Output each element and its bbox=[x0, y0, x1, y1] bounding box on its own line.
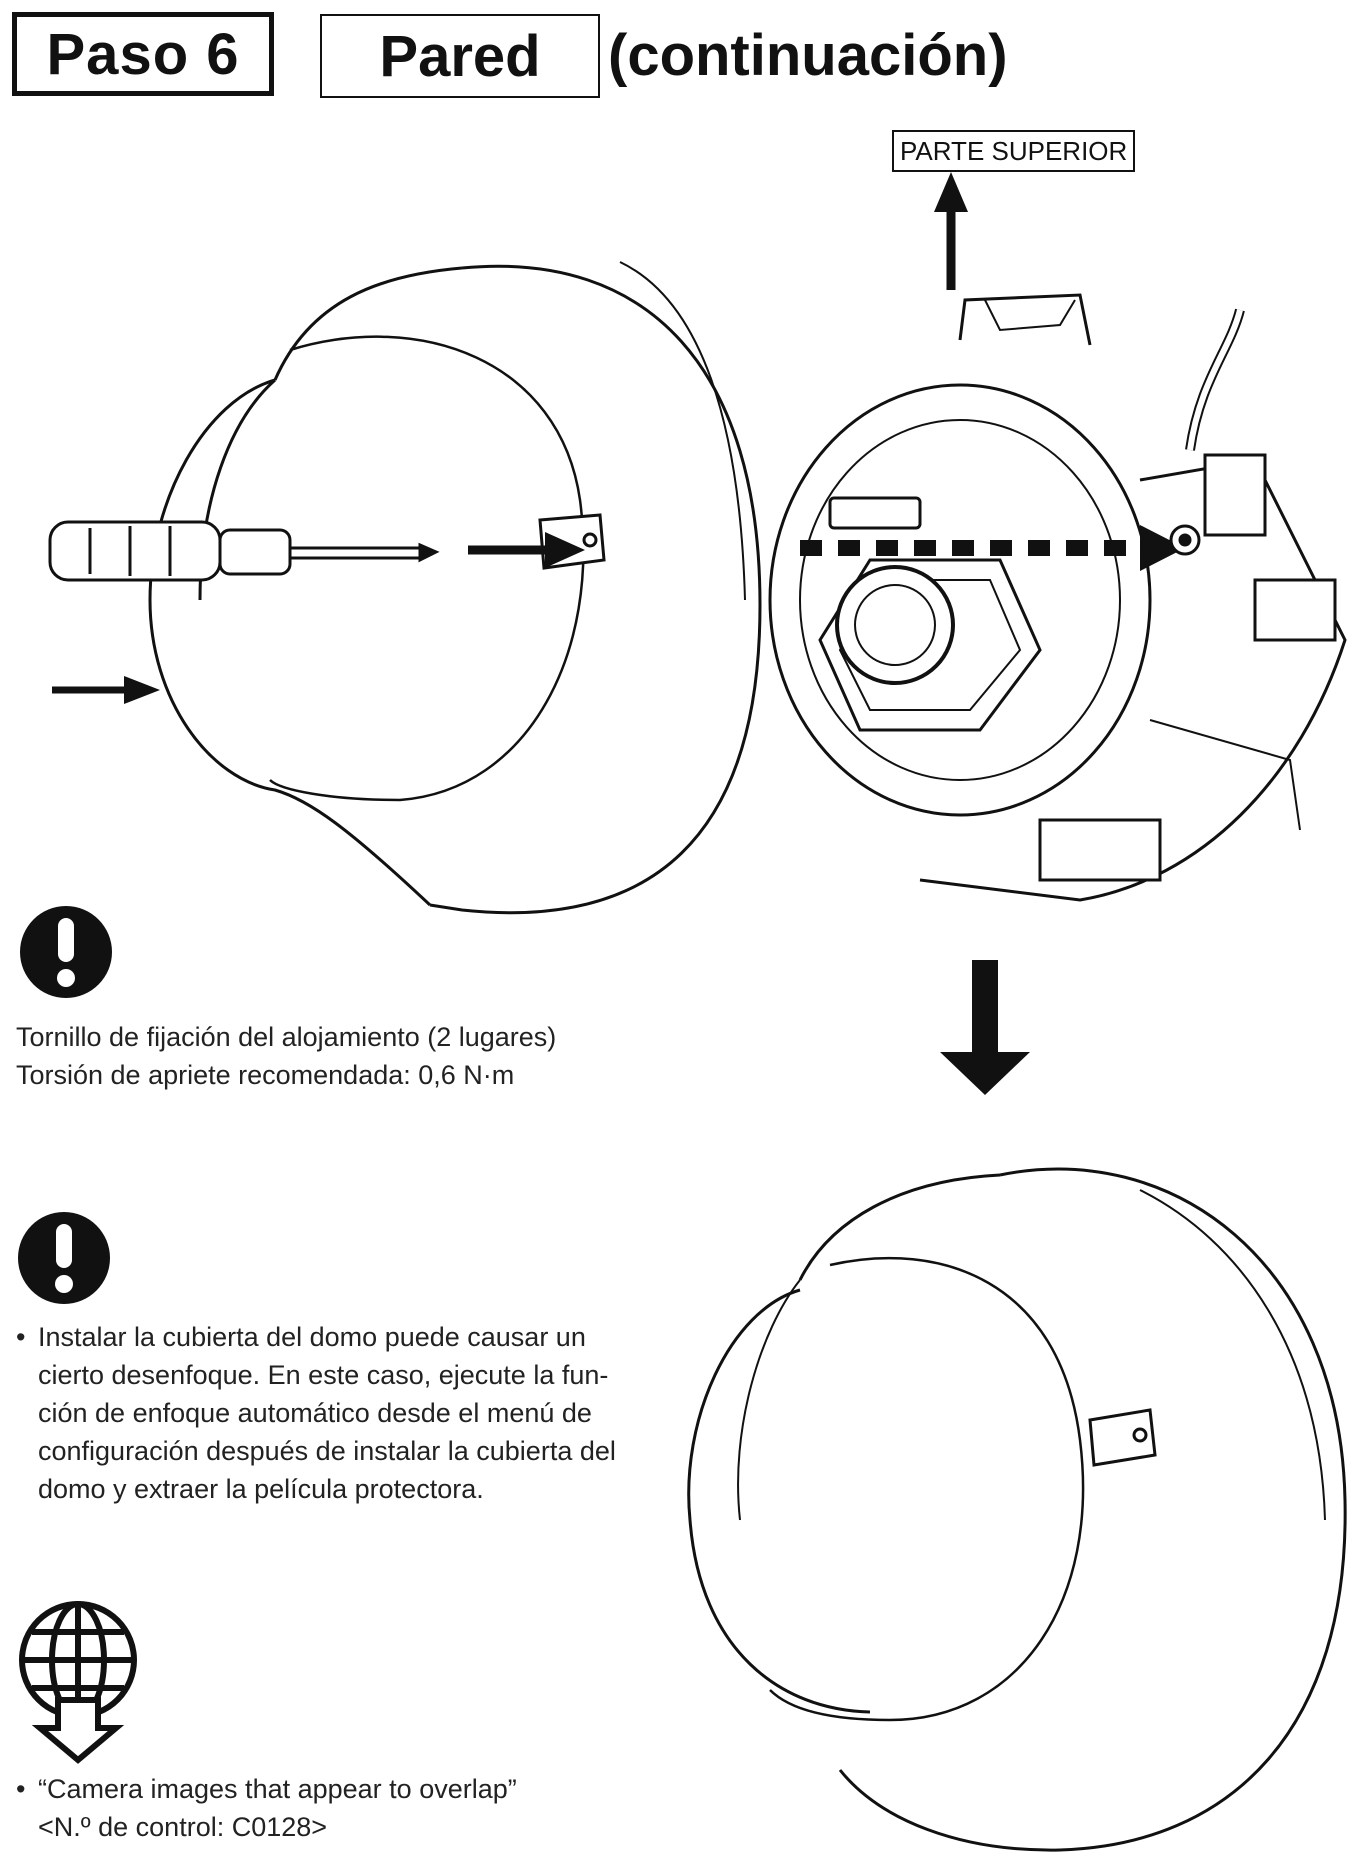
step-number: Paso 6 bbox=[46, 21, 240, 87]
fixing-screw-icon bbox=[1169, 524, 1201, 556]
support-article-title: “Camera images that appear to overlap” bbox=[38, 1774, 517, 1804]
bullet-item: Instalar la cubierta del domo puede caus… bbox=[16, 1318, 656, 1508]
down-arrow-icon bbox=[940, 960, 1030, 1095]
note-line: Instalar la cubierta del domo puede caus… bbox=[38, 1322, 586, 1352]
location-title: Pared bbox=[379, 23, 541, 89]
note-line: domo y extraer la película protectora. bbox=[38, 1474, 484, 1504]
note-line: Torsión de apriete recomendada: 0,6 N·m bbox=[16, 1060, 515, 1090]
support-control-number: <N.º de control: C0128> bbox=[38, 1812, 328, 1842]
bullet-item: “Camera images that appear to overlap” <… bbox=[16, 1770, 656, 1846]
lens-icon bbox=[835, 565, 955, 685]
top-direction-label: PARTE SUPERIOR bbox=[892, 130, 1136, 172]
screwdriver-icon bbox=[48, 520, 440, 582]
globe-download-icon bbox=[19, 1601, 137, 1764]
push-arrow-icon bbox=[468, 532, 585, 568]
note-line: cierto desenfoque. En este caso, ejecute… bbox=[38, 1360, 609, 1390]
continuation-label: (continuación) bbox=[608, 23, 1008, 88]
exclamation-icon bbox=[18, 1212, 110, 1304]
exclamation-icon bbox=[20, 906, 112, 998]
note-line: ción de enfoque automático desde el menú… bbox=[38, 1398, 592, 1428]
note-line: configuración después de instalar la cub… bbox=[38, 1436, 616, 1466]
step-number-box: Paso 6 bbox=[12, 12, 274, 96]
note-line: Tornillo de fijación del alojamiento (2 … bbox=[16, 1022, 557, 1052]
dome-cover-side bbox=[148, 261, 762, 915]
note-support-link: “Camera images that appear to overlap” <… bbox=[16, 1770, 656, 1846]
installed-dome bbox=[687, 1167, 1347, 1852]
push-arrow-icon bbox=[52, 676, 160, 704]
screw-tab-icon bbox=[1088, 1408, 1157, 1467]
note-focus: Instalar la cubierta del domo puede caus… bbox=[16, 1318, 656, 1508]
location-box: Pared bbox=[320, 14, 600, 98]
up-arrow-icon bbox=[934, 172, 968, 290]
alignment-arrow-icon bbox=[800, 525, 1185, 571]
note-screw-torque: Tornillo de fijación del alojamiento (2 … bbox=[16, 1018, 656, 1094]
